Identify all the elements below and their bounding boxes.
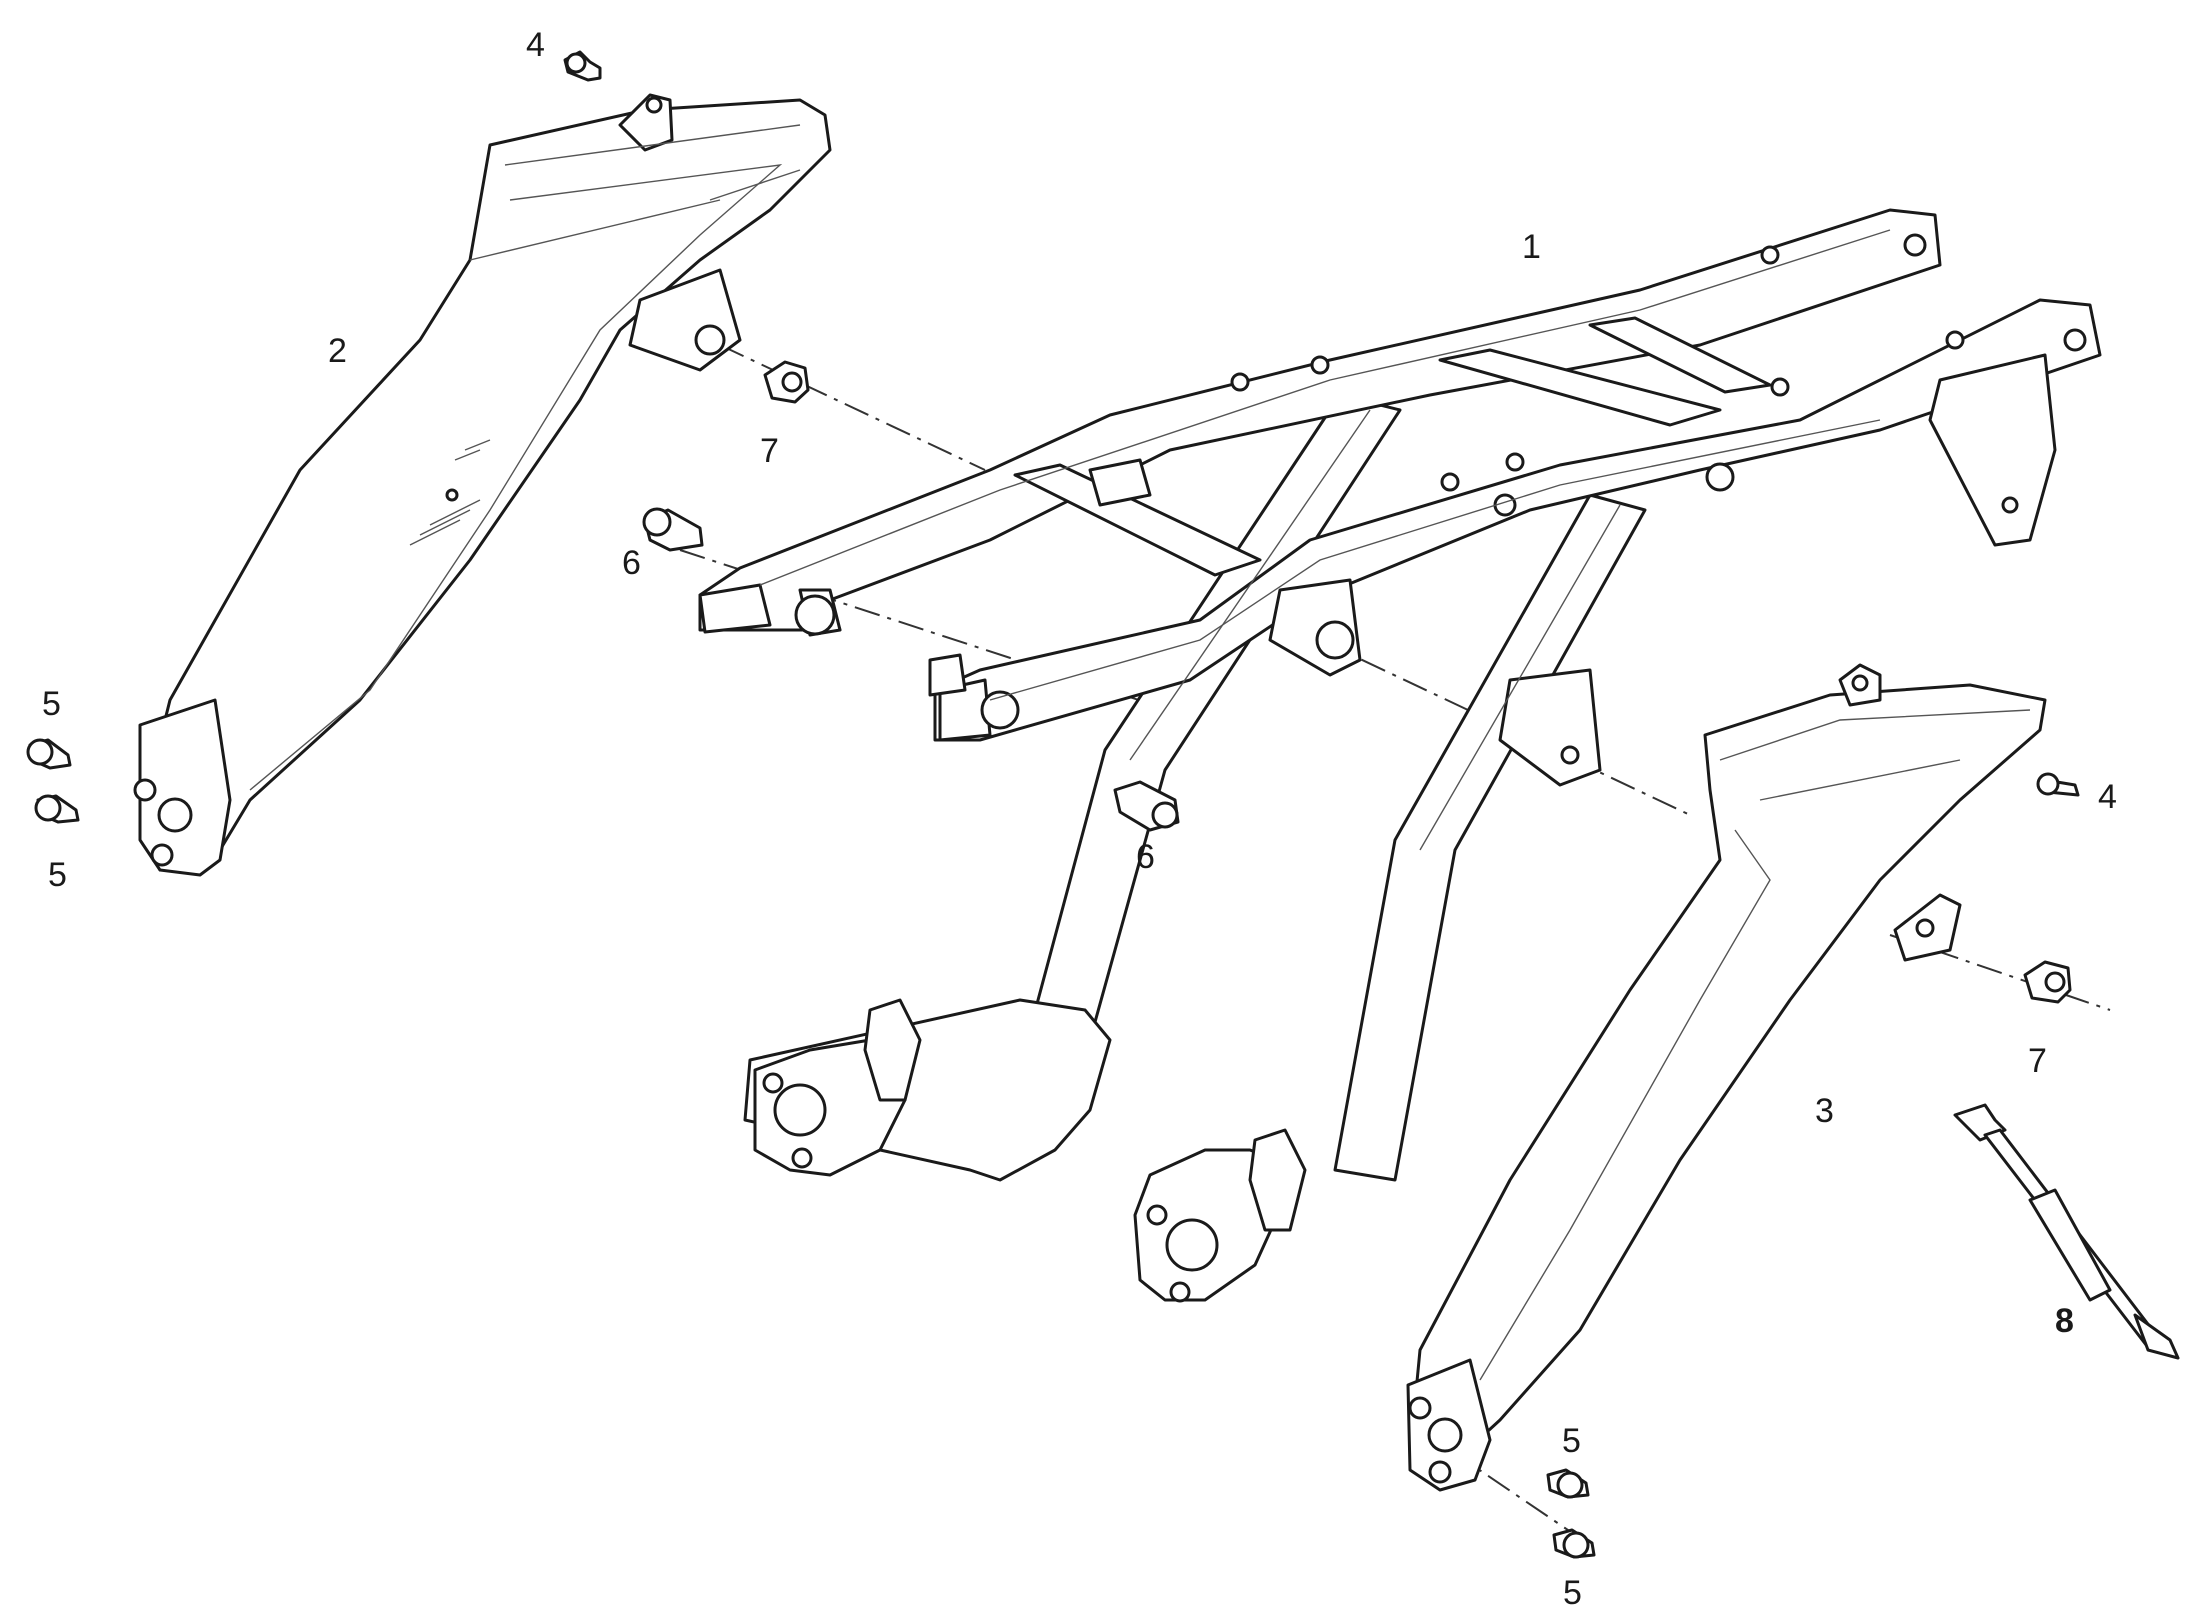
right-upper-rail: [933, 298, 2102, 742]
bolt-5-right-bottom: [1552, 1528, 1596, 1559]
spacer-7-left: [763, 360, 810, 404]
callout-6-left: 6: [622, 544, 641, 582]
callout-5-left-bottom: 5: [48, 856, 67, 894]
bolt-5-left-top: [26, 738, 72, 770]
bolt-5-right-top: [1546, 1468, 1590, 1499]
cross-tube-mid: [1588, 316, 1772, 394]
right-mount-plate: [1928, 353, 2057, 547]
screw-4-right: [2036, 772, 2080, 797]
callout-4-right: 4: [2098, 778, 2117, 816]
callout-labels: 1 2 3 4 4 5 5 5 5 6 6 7 7 8: [42, 26, 2117, 1611]
bolt-6-center: [1113, 780, 1180, 832]
spacer-7-right: [2023, 960, 2072, 1004]
callout-5-right-top: 5: [1562, 1422, 1581, 1460]
screw-4-top: [563, 50, 602, 82]
callout-1: 1: [1522, 228, 1541, 266]
cross-tube-rear: [1438, 348, 1722, 427]
callout-5-right-bottom: 5: [1563, 1574, 1582, 1611]
cross-tube-front: [1013, 463, 1262, 577]
callout-3: 3: [1815, 1092, 1834, 1130]
callout-2: 2: [328, 332, 347, 370]
bolt-6-left: [642, 507, 704, 552]
bolt-5-left-bottom: [34, 794, 80, 824]
right-side-cover-part-3: [1406, 663, 2047, 1492]
callout-4-top: 4: [526, 26, 545, 64]
rear-subframe-part-1: [698, 208, 2102, 1303]
callout-7-right: 7: [2028, 1042, 2047, 1080]
strap-part-8: [1953, 1103, 2180, 1360]
callout-8: 8: [2055, 1302, 2074, 1340]
right-strut: [1333, 493, 1647, 1182]
callout-5-left-top: 5: [42, 685, 61, 723]
callout-7-left: 7: [760, 432, 779, 470]
left-side-cover-part-2: [133, 93, 832, 877]
callout-6-center: 6: [1136, 838, 1155, 876]
